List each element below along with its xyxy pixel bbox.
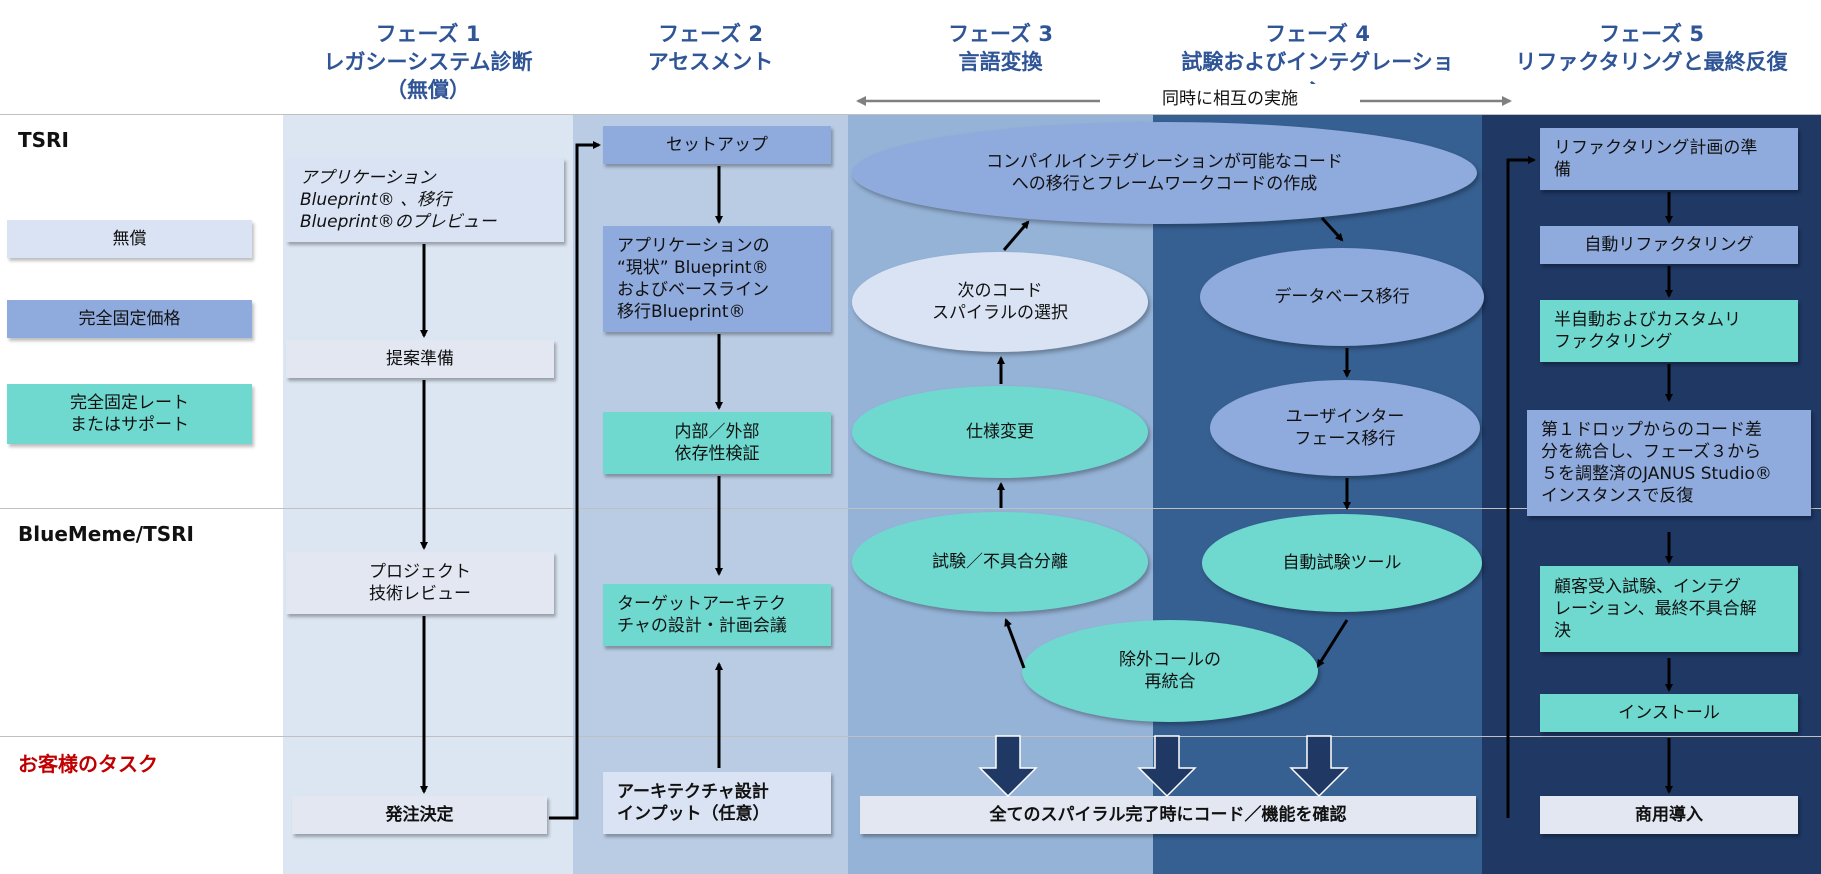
target-architecture-box: ターゲットアーキテク チャの設計・計画会議 (603, 584, 831, 646)
confirm-box: 全てのスパイラル完了時にコード／機能を確認 (860, 796, 1476, 834)
architecture-input-box: アーキテクチャ設計 インプット（任意） (603, 772, 831, 834)
row-label-tsri: TSRI (18, 128, 69, 152)
code-migration-ellipse: コンパイルインテグレーションが可能なコード への移行とフレームワークコードの作成 (852, 122, 1477, 224)
ui-migration-ellipse: ユーザインター フェース移行 (1210, 380, 1480, 476)
setup-box: セットアップ (603, 126, 831, 164)
row-label-bluememe: BlueMeme/TSRI (18, 522, 194, 546)
refactor-plan-box: リファクタリング計画の準 備 (1540, 128, 1798, 190)
divider-bluememe (0, 508, 1821, 509)
asis-blueprint-box: アプリケーションの “現状” Blueprint® およびベースライン 移行Bl… (603, 226, 831, 332)
legend-fixed-rate: 完全固定レート またはサポート (7, 384, 252, 444)
phase2-title: フェーズ 2 アセスメント (647, 22, 774, 74)
install-box: インストール (1540, 694, 1798, 732)
project-review-box: プロジェクト 技術レビュー (286, 552, 554, 614)
proposal-box: 提案準備 (286, 340, 554, 378)
phase1-title: フェーズ 1 レガシーシステム診断 （無償） (323, 22, 533, 102)
commercial-deploy-box: 商用導入 (1540, 796, 1798, 834)
code-diff-integration-box: 第１ドロップからのコード差 分を統合し、フェーズ３から ５を調整済のJANUS … (1527, 410, 1811, 516)
phase5-title: フェーズ 5 リファクタリングと最終反復 (1515, 22, 1788, 74)
divider-top (0, 114, 1821, 115)
auto-refactor-box: 自動リファクタリング (1540, 226, 1798, 264)
concurrent-label: 同時に相互の実施 (1100, 84, 1360, 109)
database-migration-ellipse: データベース移行 (1200, 248, 1484, 346)
blueprint-preview-box: アプリケーション Blueprint® 、移行 Blueprint®のプレビュー (286, 158, 564, 242)
auto-test-tools-ellipse: 自動試験ツール (1202, 514, 1482, 612)
row-label-customer: お客様のタスク (18, 752, 158, 776)
phase3-title: フェーズ 3 言語変換 (948, 22, 1053, 74)
acceptance-test-box: 顧客受入試験、インテグ レーション、最終不具合解 決 (1540, 566, 1798, 652)
divider-customer (0, 736, 1821, 737)
next-spiral-ellipse: 次のコード スパイラルの選択 (852, 252, 1148, 352)
down-block-arrows (978, 735, 1349, 798)
order-decision-box: 発注決定 (292, 796, 547, 834)
legend-fixed-price: 完全固定価格 (7, 300, 252, 338)
semi-auto-refactor-box: 半自動およびカスタムリ ファクタリング (1540, 300, 1798, 362)
legend-free: 無償 (7, 220, 252, 258)
reintegration-ellipse: 除外コールの 再統合 (1022, 620, 1318, 722)
spec-change-ellipse: 仕様変更 (852, 386, 1148, 478)
test-isolation-ellipse: 試験／不具合分離 (852, 512, 1148, 612)
dependency-check-box: 内部／外部 依存性検証 (603, 412, 831, 474)
